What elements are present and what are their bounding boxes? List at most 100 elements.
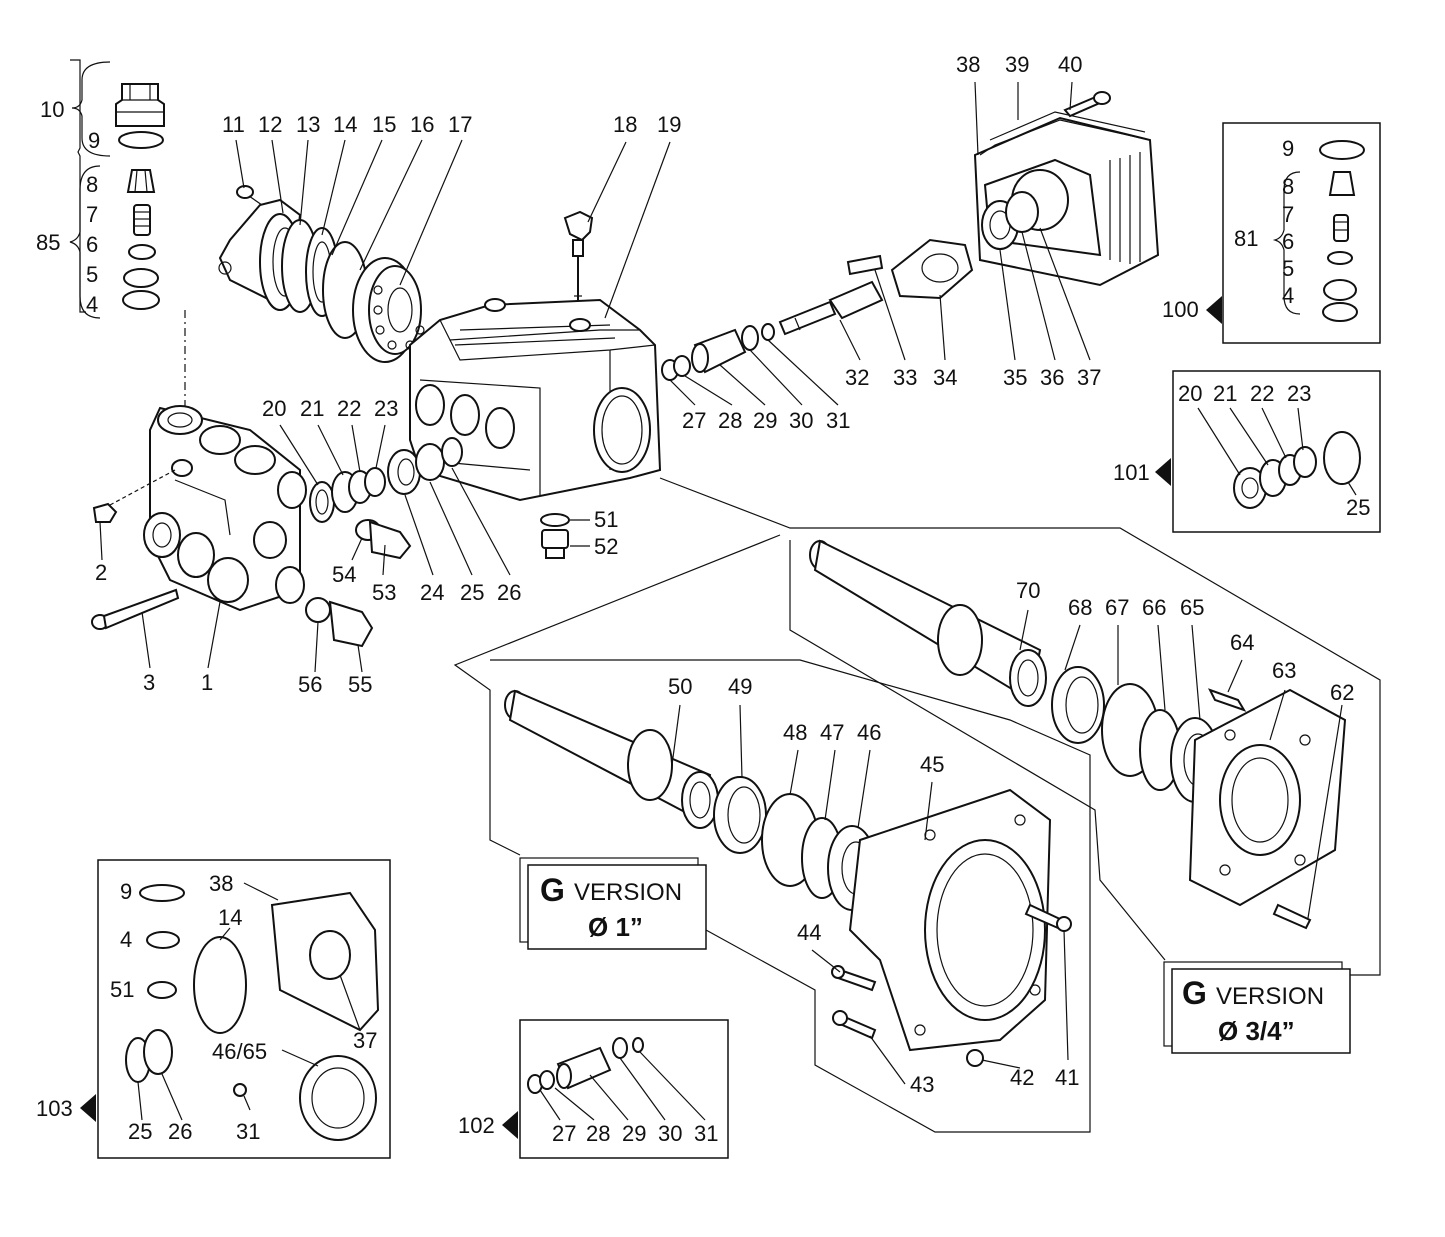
part-label-14: 14	[333, 112, 357, 137]
manifold-head	[109, 405, 307, 612]
kit-103-item-25: 25	[128, 1119, 152, 1144]
part-label-51: 51	[594, 507, 618, 532]
kit-103-item-14: 14	[218, 905, 242, 930]
part-label-38: 38	[956, 52, 980, 77]
part-label-20: 20	[262, 396, 286, 421]
part-label-2: 2	[95, 560, 107, 585]
badge-1in-size: Ø 1”	[588, 912, 643, 942]
part-label-29: 29	[753, 408, 777, 433]
leader-lines	[99, 81, 1343, 1085]
part-label-1: 1	[201, 670, 213, 695]
part-label-42: 42	[1010, 1065, 1034, 1090]
part-label-13: 13	[296, 112, 320, 137]
badge-g-version-3-4: G VERSION Ø 3/4”	[1163, 961, 1351, 1054]
part-label-28: 28	[718, 408, 742, 433]
part-label-12: 12	[258, 112, 282, 137]
badge-1in-letter: G	[540, 872, 565, 908]
kit-103-pointer	[80, 1094, 96, 1122]
g-version-3-4-frame	[659, 477, 1381, 976]
part-label-32: 32	[845, 365, 869, 390]
part-label-36: 36	[1040, 365, 1064, 390]
valve-plug-stack	[70, 59, 186, 430]
manifold-screw-2	[92, 502, 118, 523]
part-label-53: 53	[372, 580, 396, 605]
kit-102-item-29: 29	[622, 1121, 646, 1146]
part-label-47: 47	[820, 720, 844, 745]
part-number-labels: 10 9 8 7 85 6 5 4 11 12 13 14 15 16 17 1…	[36, 52, 1354, 1097]
part-label-40: 40	[1058, 52, 1082, 77]
part-label-24: 24	[420, 580, 444, 605]
part-label-63: 63	[1272, 658, 1296, 683]
part-label-55: 55	[348, 672, 372, 697]
part-label-65: 65	[1180, 595, 1204, 620]
part-label-25: 25	[460, 580, 484, 605]
part-label-49: 49	[728, 674, 752, 699]
part-label-35: 35	[1003, 365, 1027, 390]
rear-cover-38-40	[973, 91, 1160, 287]
kit-101-item-22: 22	[1250, 381, 1274, 406]
kit-103-item-37: 37	[353, 1028, 377, 1053]
part-label-26: 26	[497, 580, 521, 605]
part-label-48: 48	[783, 720, 807, 745]
part-label-33: 33	[893, 365, 917, 390]
plunger-assembly-27-31	[661, 323, 775, 381]
kit-100-item-6: 6	[1282, 229, 1294, 254]
part-label-56: 56	[298, 672, 322, 697]
kit-103-item-31: 31	[236, 1119, 260, 1144]
part-label-68: 68	[1068, 595, 1092, 620]
part-label-44: 44	[797, 920, 821, 945]
plug-55-56	[305, 597, 374, 648]
part-label-18: 18	[613, 112, 637, 137]
kit-100-item-9: 9	[1282, 136, 1294, 161]
badge-g-version-1in: G VERSION Ø 1”	[519, 857, 707, 950]
part-label-5: 5	[86, 262, 98, 287]
kit-103-item-51: 51	[110, 977, 134, 1002]
kit-101-item-25: 25	[1346, 495, 1370, 520]
kit-102-item-31: 31	[694, 1121, 718, 1146]
kit-100-pointer	[1206, 296, 1222, 324]
part-label-31: 31	[826, 408, 850, 433]
part-label-7: 7	[86, 202, 98, 227]
part-label-64: 64	[1230, 630, 1254, 655]
part-label-62: 62	[1330, 680, 1354, 705]
part-label-37: 37	[1077, 365, 1101, 390]
bearing-stack-11-17	[218, 185, 425, 363]
part-label-15: 15	[372, 112, 396, 137]
part-label-41: 41	[1055, 1065, 1079, 1090]
badge-3-4-size: Ø 3/4”	[1218, 1016, 1295, 1046]
kit-103-item-4: 4	[120, 927, 132, 952]
part-label-34: 34	[933, 365, 957, 390]
part-label-27: 27	[682, 408, 706, 433]
connecting-rod-32-34	[778, 238, 974, 336]
kit-103-ref: 103	[36, 1096, 73, 1121]
kit-103-box: 103 9 38 14 4 51 37 46/65 25 26 31	[36, 859, 391, 1159]
part-label-23: 23	[374, 396, 398, 421]
kit-102-item-30: 30	[658, 1121, 682, 1146]
kit-100-item-5: 5	[1282, 256, 1294, 281]
crankshaft-3-4-assembly	[809, 539, 1347, 930]
kit-101-box: 101 20 21 22 23 25	[1113, 370, 1381, 533]
part-label-17: 17	[448, 112, 472, 137]
kit-100-item-8: 8	[1282, 174, 1294, 199]
kit-102-item-28: 28	[586, 1121, 610, 1146]
part-label-67: 67	[1105, 595, 1129, 620]
badge-1in-word: VERSION	[574, 879, 682, 906]
badge-3-4-word: VERSION	[1216, 983, 1324, 1010]
kit-101-ref: 101	[1113, 460, 1150, 485]
part-label-43: 43	[910, 1072, 934, 1097]
part-label-21: 21	[300, 396, 324, 421]
part-label-4: 4	[86, 292, 98, 317]
crankcase-19	[409, 298, 662, 502]
kit-101-item-21: 21	[1213, 381, 1237, 406]
part-label-6: 6	[86, 232, 98, 257]
part-label-22: 22	[337, 396, 361, 421]
part-label-70: 70	[1016, 578, 1040, 603]
kit-101-item-20: 20	[1178, 381, 1202, 406]
part-label-39: 39	[1005, 52, 1029, 77]
part-label-85: 85	[36, 230, 60, 255]
kit-103-item-38: 38	[209, 871, 233, 896]
kit-100-box: 100 81 9 8 7 6 5 4	[1162, 122, 1381, 344]
manifold-bolt-3	[91, 588, 180, 630]
